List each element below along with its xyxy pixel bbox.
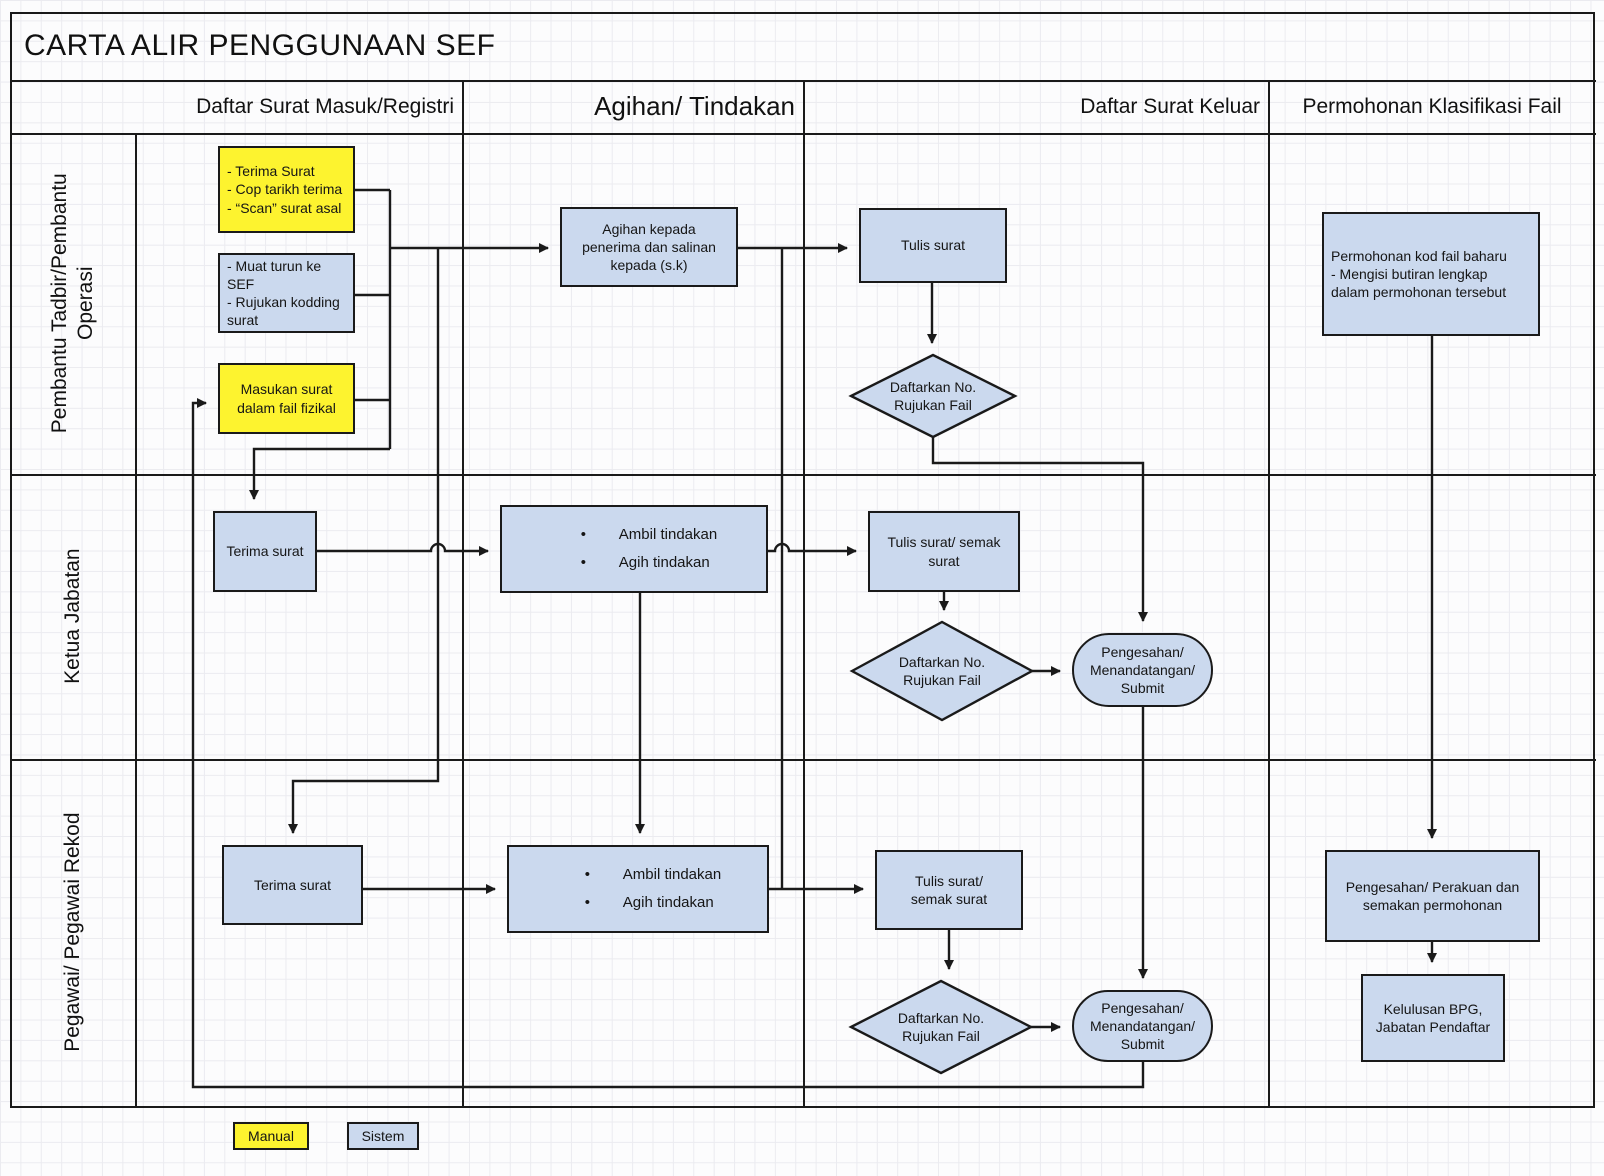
row-label-pegawai-rekod: Pegawai/ Pegawai Rekod (60, 812, 84, 1053)
decision-daftarkan-no-2-shape (849, 620, 1035, 722)
node-ambil-agih-tindakan-ketua: Ambil tindakan Agih tindakan (500, 505, 768, 593)
col2-border (803, 80, 805, 1106)
node-kelulusan-bpg: Kelulusan BPG, Jabatan Pendaftar (1361, 974, 1505, 1062)
node-pengesahan-perakuan: Pengesahan/ Perakuan dan semakan permoho… (1325, 850, 1540, 942)
node-terima-surat-ketua: Terima surat (213, 511, 317, 592)
column-header-daftar-surat-keluar: Daftar Surat Keluar (1080, 94, 1260, 118)
decision-daftarkan-no-3-shape (848, 979, 1034, 1075)
legend-sistem: Sistem (347, 1122, 419, 1150)
node-tulis-semak-pegawai: Tulis surat/ semak surat (875, 850, 1023, 930)
decision-daftarkan-no-3-label: Daftarkan No. Rujukan Fail (897, 1009, 985, 1044)
column-header-daftar-surat-masuk: Daftar Surat Masuk/Registri (196, 94, 454, 118)
col3-border (1268, 80, 1270, 1106)
rowlabel-column-border (135, 133, 137, 1106)
node-agihan-kepada-penerima: Agihan kepada penerima dan salinan kepad… (560, 207, 738, 287)
table-outer-border (10, 12, 1595, 1108)
bullet-agih-tindakan: Agih tindakan (581, 549, 717, 578)
node-terima-cop-scan: - Terima Surat - Cop tarikh terima - “Sc… (218, 146, 355, 233)
column-header-agihan-tindakan: Agihan/ Tindakan (594, 91, 795, 121)
bullet-ambil-tindakan: Ambil tindakan (581, 521, 717, 550)
decision-daftarkan-no-1-label: Daftarkan No. Rujukan Fail (889, 378, 977, 413)
node-pengesahan-submit-pegawai: Pengesahan/ Menandatangan/ Submit (1072, 990, 1213, 1062)
node-terima-surat-pegawai: Terima surat (222, 845, 363, 925)
column-header-permohonan-klasifikasi: Permohonan Klasifikasi Fail (1302, 94, 1562, 118)
node-ambil-agih-tindakan-pegawai: Ambil tindakan Agih tindakan (507, 845, 769, 933)
col1-border (462, 80, 464, 1106)
page-title: CARTA ALIR PENGGUNAAN SEF (24, 29, 496, 62)
node-muat-turun-sef: - Muat turun ke SEF - Rujukan kodding su… (218, 253, 355, 333)
row-label-ketua-jabatan: Ketua Jabatan (60, 548, 84, 685)
node-permohonan-kod-fail: Permohonan kod fail baharu - Mengisi but… (1322, 212, 1540, 336)
node-tulis-surat: Tulis surat (859, 208, 1007, 283)
decision-daftarkan-no-2-label: Daftarkan No. Rujukan Fail (898, 653, 986, 688)
bullet-agih-tindakan: Agih tindakan (585, 889, 721, 918)
node-pengesahan-submit-ketua: Pengesahan/ Menandatangan/ Submit (1072, 633, 1213, 707)
node-tulis-semak-ketua: Tulis surat/ semak surat (868, 511, 1020, 592)
node-masukan-surat-fail-fizikal: Masukan surat dalam fail fizikal (218, 363, 355, 434)
decision-daftarkan-no-1-shape (848, 353, 1018, 439)
legend-manual: Manual (233, 1122, 309, 1150)
row-label-pembantu-tadbir: Pembantu Tadbir/Pembantu Operasi (47, 173, 97, 434)
bullet-ambil-tindakan: Ambil tindakan (585, 861, 721, 890)
